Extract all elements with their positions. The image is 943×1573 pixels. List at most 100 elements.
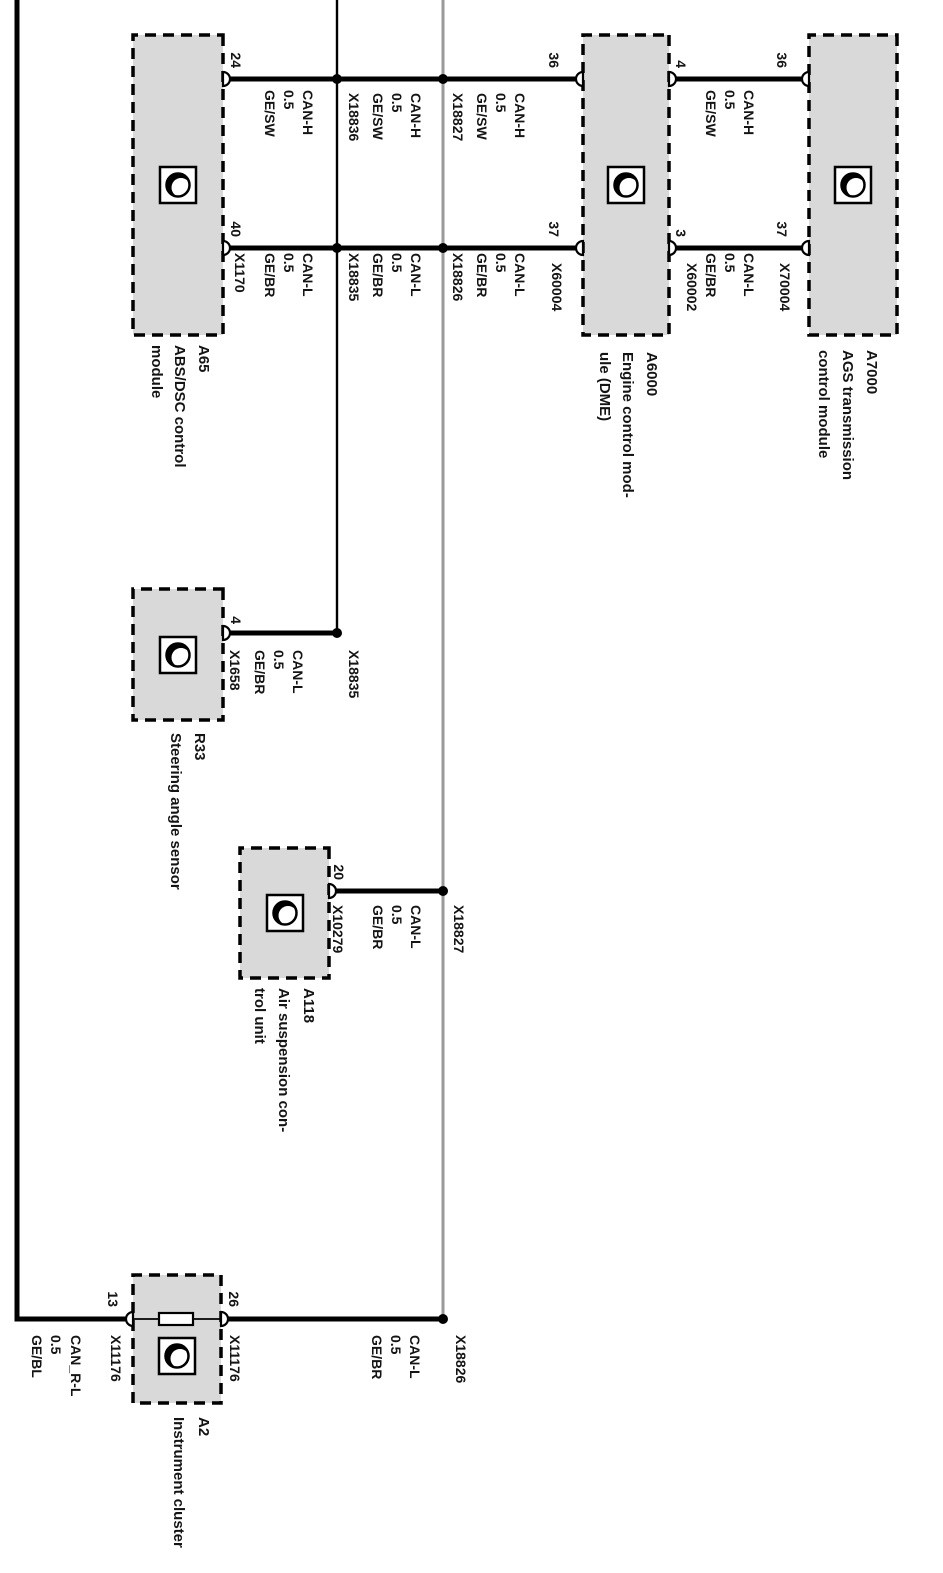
wire-signal: CAN-L (512, 253, 528, 297)
pin-number: 37 (546, 221, 562, 237)
module-code: A7000 (863, 350, 880, 394)
pin-number: 26 (226, 1291, 242, 1307)
splice-dot-x18836 (332, 74, 342, 84)
pin-socket-icon (219, 1310, 230, 1328)
control-module-icon (158, 635, 198, 675)
pin-number: 36 (546, 52, 562, 68)
pin-socket-icon (800, 239, 811, 257)
module-code: R33 (191, 733, 208, 761)
pin-number: 4 (673, 60, 689, 68)
connector-label: X11176 (227, 1335, 243, 1382)
splice-label: X18826 (450, 253, 466, 301)
splice-label: X18827 (450, 93, 466, 141)
wire-size: 0.5 (281, 253, 297, 273)
pin-socket-icon (667, 239, 678, 257)
wire-color: GE/BR (703, 253, 719, 297)
pin-number: 4 (228, 616, 244, 624)
wire-size: 0.5 (281, 90, 297, 110)
wire-color: GE/BR (262, 253, 278, 297)
pin-number: 20 (331, 864, 347, 880)
wire-canrl-instrument-cluster (14, 0, 133, 1322)
pin-socket-icon (574, 239, 585, 257)
pin-socket-icon (574, 70, 585, 88)
module-name: ule (DME) (596, 352, 613, 421)
pin-socket-icon (221, 239, 232, 257)
module-name: Air suspension con- (275, 988, 292, 1132)
module-name: Steering angle sensor (167, 733, 184, 890)
control-module-icon (606, 165, 646, 205)
module-name: Instrument cluster (170, 1417, 187, 1548)
pin-socket-icon (124, 1310, 135, 1328)
wire-signal: CAN-L (300, 253, 316, 297)
wire-size: 0.5 (389, 253, 405, 273)
pin-socket-icon (667, 70, 678, 88)
wire-color: GE/BR (370, 253, 386, 297)
pin-socket-icon (221, 70, 232, 88)
control-module-icon (265, 893, 305, 933)
pin-socket-icon (800, 70, 811, 88)
wire-color: GE/BR (370, 905, 386, 949)
wire-size: 0.5 (388, 1335, 404, 1355)
wire-signal: CAN-L (408, 253, 424, 297)
wire-color: GE/SW (703, 90, 719, 137)
control-module-icon (833, 165, 873, 205)
wire-signal: CAN-L (408, 905, 424, 949)
wire-color: GE/SW (474, 93, 490, 140)
wire-signal: CAN-L (741, 253, 757, 297)
wire-signal: CAN-H (408, 93, 424, 138)
pin-number: 36 (774, 52, 790, 68)
connector-label: X11176 (108, 1335, 124, 1382)
splice-label: X18835 (346, 650, 362, 698)
wire-signal: CAN_R-L (68, 1335, 84, 1397)
terminating-resistor-icon (157, 1311, 195, 1327)
wire-size: 0.5 (493, 93, 509, 113)
module-code: A2 (195, 1417, 212, 1436)
wire-size: 0.5 (493, 253, 509, 273)
connector-label: X1170 (232, 253, 248, 293)
control-module-icon (157, 1336, 197, 1376)
wire-color: GE/BL (29, 1335, 45, 1378)
wire-color: GE/BR (252, 650, 268, 694)
wire-signal: CAN-L (407, 1335, 423, 1379)
pin-number: 13 (105, 1291, 121, 1307)
wire-size: 0.5 (722, 90, 738, 110)
wire-signal: CAN-H (300, 90, 316, 135)
wire-signal: CAN-H (512, 93, 528, 138)
wire-signal: CAN-H (741, 90, 757, 135)
splice-dot-x18835 (332, 243, 342, 253)
pin-number: 40 (228, 221, 244, 237)
wire-signal: CAN-L (290, 650, 306, 694)
pin-number: 37 (774, 221, 790, 237)
wire-color: GE/BR (474, 253, 490, 297)
connector-label: X60004 (549, 263, 565, 311)
splice-dot-x18826 (438, 243, 448, 253)
module-name: ABS/DSC control (171, 345, 188, 468)
control-module-icon (158, 165, 198, 205)
pin-number: 3 (673, 229, 689, 237)
pin-socket-icon (327, 882, 338, 900)
wire-color: GE/SW (262, 90, 278, 137)
module-code: A65 (195, 345, 212, 373)
wire-color: GE/SW (370, 93, 386, 140)
wire-size: 0.5 (389, 905, 405, 925)
splice-dot-x18835-steering (332, 628, 342, 638)
splice-label: X18835 (346, 253, 362, 301)
module-name: module (148, 345, 165, 398)
wire-size: 0.5 (271, 650, 287, 670)
connector-label: X1658 (227, 650, 243, 691)
wire-color: GE/BR (369, 1335, 385, 1379)
module-name: Engine control mod- (619, 352, 636, 498)
wire-size: 0.5 (722, 253, 738, 273)
wire-size: 0.5 (389, 93, 405, 113)
splice-dot-x18827 (438, 74, 448, 84)
module-name: trol unit (251, 988, 268, 1044)
module-code: A118 (300, 988, 317, 1023)
pin-socket-icon (221, 624, 232, 642)
connector-label: X10279 (330, 905, 346, 953)
splice-label: X18836 (346, 93, 362, 141)
splice-dot-x18827-air (438, 886, 448, 896)
